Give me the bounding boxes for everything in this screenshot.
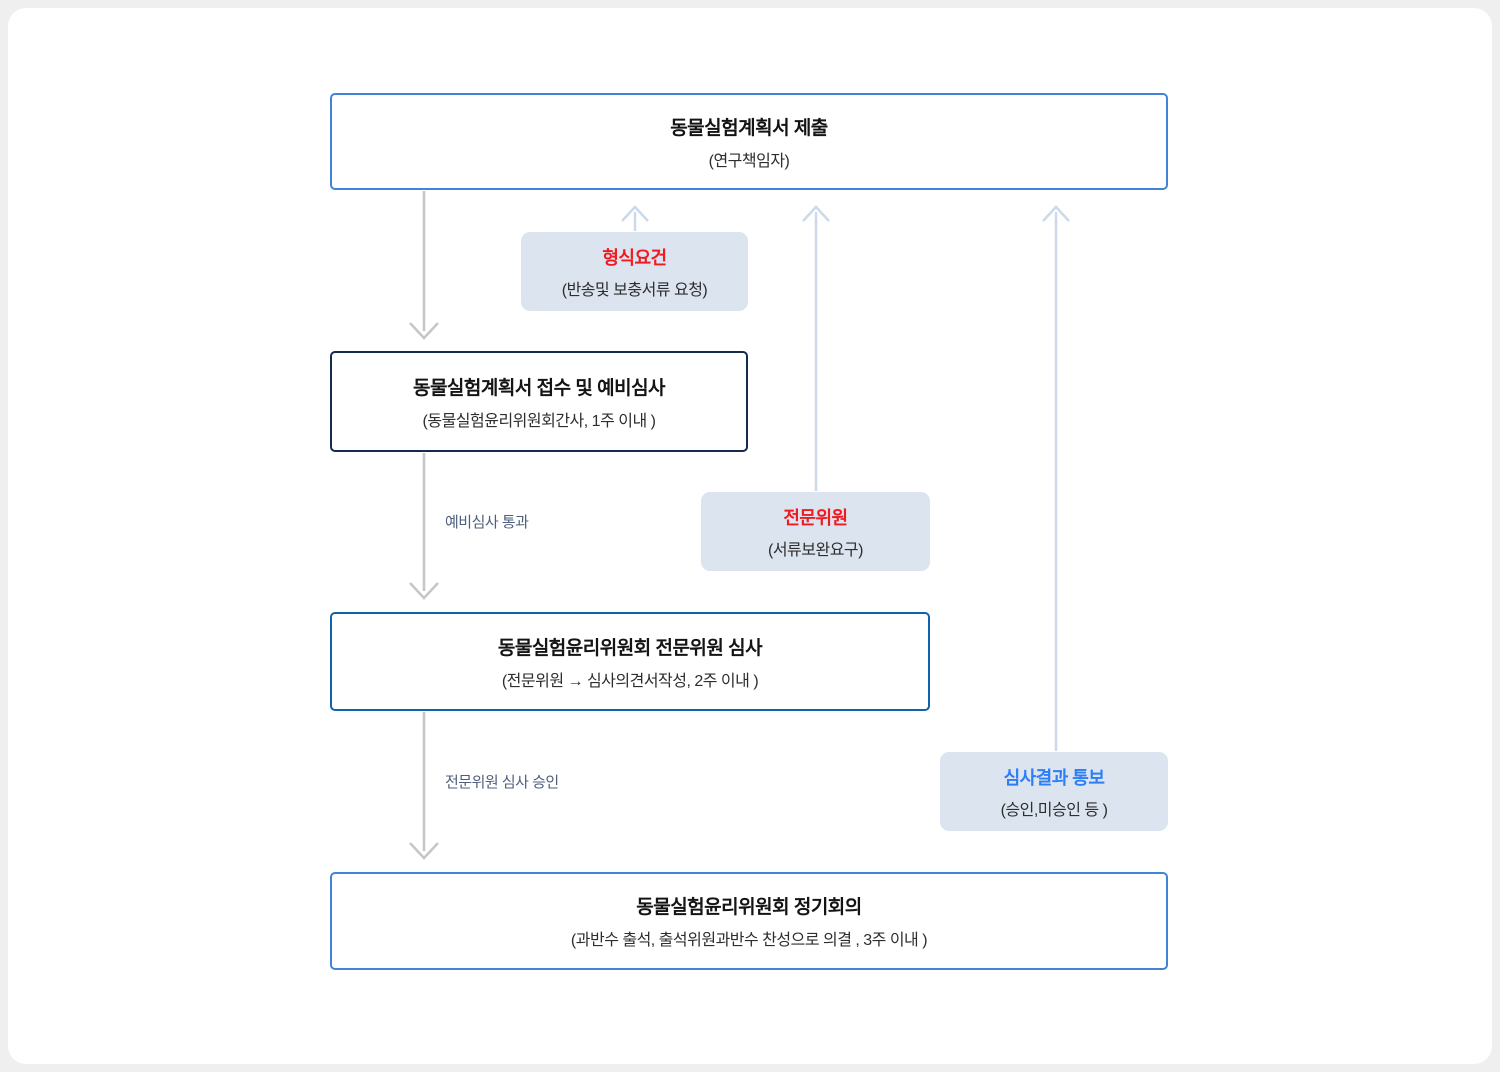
- arrow-label-preliminary-pass: 예비심사 통과: [445, 514, 529, 531]
- step-box-regular-meeting: 동물실험윤리위원회 정기회의 (과반수 출석, 출석위원과반수 찬성으로 의결 …: [330, 872, 1168, 970]
- step-title: 동물실험윤리위원회 전문위원 심사: [497, 637, 763, 659]
- note-box-formal-requirements: 형식요건 (반송및 보충서류 요청): [521, 232, 748, 311]
- note-title: 전문위원: [783, 507, 848, 528]
- step-title: 동물실험계획서 접수 및 예비심사: [412, 377, 666, 399]
- note-subtitle: (승인,미승인 등 ): [1000, 801, 1108, 819]
- note-subtitle: (서류보완요구): [768, 541, 863, 559]
- note-title: 형식요건: [602, 247, 667, 268]
- note-box-result-notification: 심사결과 통보 (승인,미승인 등 ): [940, 752, 1168, 831]
- step-box-receipt-preliminary-review: 동물실험계획서 접수 및 예비심사 (동물실험윤리위원회간사, 1주 이내 ): [330, 351, 748, 452]
- note-title: 심사결과 통보: [1003, 767, 1105, 788]
- step-subtitle: (전문위원 → 심사의견서작성, 2주 이내 ): [501, 672, 759, 690]
- step-subtitle: (동물실험윤리위원회간사, 1주 이내 ): [422, 412, 656, 430]
- step-box-plan-submission: 동물실험계획서 제출 (연구책임자): [330, 93, 1168, 190]
- step-title: 동물실험윤리위원회 정기회의: [636, 897, 862, 918]
- step-subtitle: (과반수 출석, 출석위원과반수 찬성으로 의결 , 3주 이내 ): [570, 932, 928, 949]
- step-box-expert-review: 동물실험윤리위원회 전문위원 심사 (전문위원 → 심사의견서작성, 2주 이내…: [330, 612, 930, 711]
- note-subtitle: (반송및 보충서류 요청): [561, 281, 708, 299]
- step-title: 동물실험계획서 제출: [670, 117, 828, 139]
- step-subtitle: (연구책임자): [708, 152, 790, 170]
- note-box-expert-member: 전문위원 (서류보완요구): [701, 492, 930, 571]
- arrow-label-expert-approval: 전문위원 심사 승인: [445, 774, 559, 791]
